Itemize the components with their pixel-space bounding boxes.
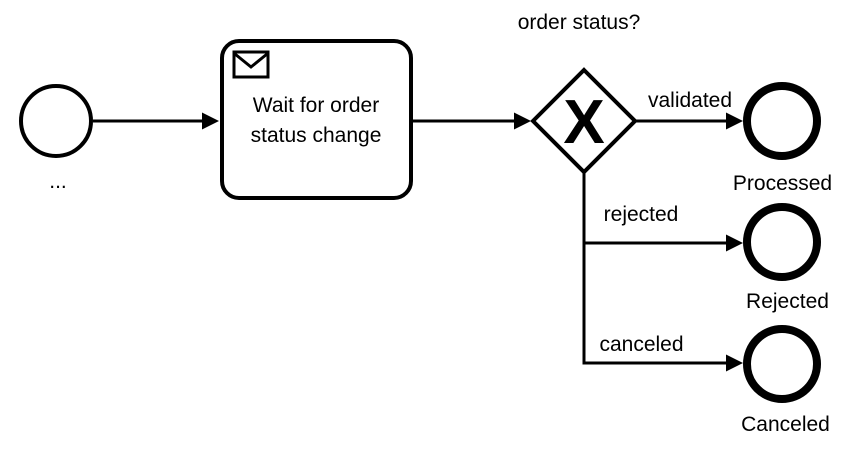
end-event-rejected-label: Rejected — [746, 290, 829, 313]
arrowhead-icon — [514, 112, 531, 130]
sequence-flow-start-to-task[interactable] — [93, 112, 219, 130]
arrowhead-icon — [726, 234, 743, 252]
arrowhead-icon — [202, 112, 219, 130]
arrowhead-icon — [726, 354, 743, 372]
flow-label-canceled: canceled — [599, 333, 684, 356]
start-event-label: ... — [49, 170, 67, 193]
wait-task-label: Wait for order status change — [250, 94, 382, 147]
end-event-processed-label: Processed — [732, 172, 833, 195]
end-event-processed-shape[interactable] — [743, 82, 821, 160]
sequence-flow-rejected[interactable] — [582, 172, 744, 363]
flow-label-rejected: rejected — [603, 203, 679, 226]
gateway-x-marker-icon: X — [563, 88, 604, 157]
end-event-canceled-shape[interactable] — [743, 325, 821, 403]
arrowhead-icon — [726, 112, 743, 130]
message-envelope-icon — [232, 50, 270, 79]
exclusive-gateway-shape[interactable]: X — [530, 67, 638, 175]
sequence-flow-canceled[interactable] — [582, 354, 744, 372]
flow-label-validated: validated — [647, 89, 733, 112]
gateway-label: order status? — [517, 11, 641, 34]
sequence-flow-task-to-gateway[interactable] — [413, 112, 531, 130]
sequence-flow-validated[interactable] — [635, 112, 743, 130]
start-event-shape[interactable] — [19, 84, 93, 158]
end-event-rejected-shape[interactable] — [743, 203, 821, 281]
wait-task-shape[interactable] — [220, 39, 413, 200]
end-event-canceled-label: Canceled — [741, 413, 830, 436]
